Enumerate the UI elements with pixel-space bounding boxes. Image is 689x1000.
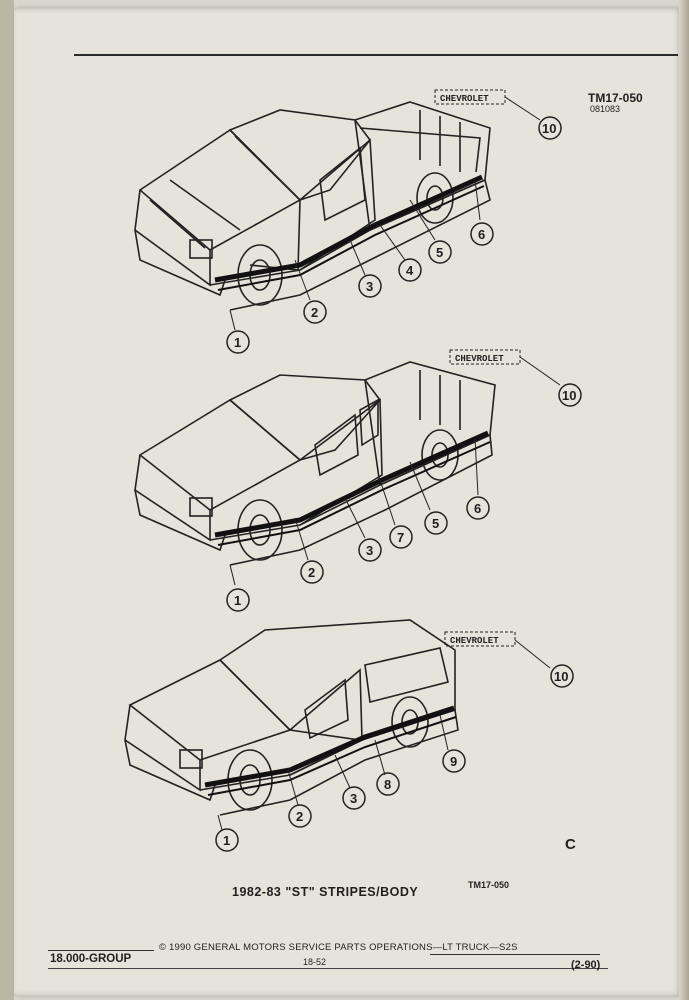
gm-logo: C <box>565 836 576 853</box>
svg-text:10: 10 <box>562 388 576 403</box>
svg-text:2: 2 <box>308 565 315 580</box>
figure-regular-cab-pickup: CHEVROLET 10 1 2 3 4 5 6 <box>134 89 562 354</box>
callouts-figure-3: 10 1 2 3 8 9 <box>215 664 574 852</box>
figure-extended-cab-pickup: CHEVROLET 10 1 2 3 7 5 6 <box>134 349 582 612</box>
binding-edge <box>0 0 14 1000</box>
svg-text:1: 1 <box>234 335 241 350</box>
svg-text:9: 9 <box>450 754 457 769</box>
manual-page <box>14 8 682 996</box>
svg-text:6: 6 <box>474 501 481 516</box>
page-number: 18-52 <box>303 957 327 967</box>
figure-caption: 1982-83 "ST" STRIPES/BODY <box>232 885 419 899</box>
chevrolet-emblem: CHEVROLET <box>444 631 516 647</box>
svg-text:3: 3 <box>350 791 357 806</box>
group-label: 18.000-GROUP <box>50 953 132 965</box>
revision-date: (2-90) <box>571 959 601 971</box>
svg-text:CHEVROLET: CHEVROLET <box>455 354 504 364</box>
svg-text:7: 7 <box>397 530 404 545</box>
header-rule <box>74 54 678 56</box>
footer-rule-left <box>48 950 154 951</box>
header-code: TM17-050 <box>588 91 643 105</box>
svg-text:1: 1 <box>223 833 230 848</box>
svg-text:CHEVROLET: CHEVROLET <box>440 94 489 104</box>
svg-text:1: 1 <box>234 593 241 608</box>
svg-text:CHEVROLET: CHEVROLET <box>450 636 499 646</box>
svg-text:5: 5 <box>436 245 443 260</box>
chevrolet-emblem: CHEVROLET <box>434 89 506 105</box>
svg-text:3: 3 <box>366 543 373 558</box>
svg-text:8: 8 <box>384 777 391 792</box>
footer-rule-bottom <box>48 968 608 969</box>
svg-text:10: 10 <box>554 669 568 684</box>
chevrolet-emblem: CHEVROLET <box>449 349 521 365</box>
header-date-code: 081083 <box>590 104 621 114</box>
page-right-edge <box>679 0 689 1000</box>
figure-code: TM17-050 <box>468 880 510 890</box>
callouts-figure-2: 10 1 2 3 7 5 6 <box>226 383 582 612</box>
svg-text:4: 4 <box>406 263 414 278</box>
svg-text:6: 6 <box>478 227 485 242</box>
svg-text:2: 2 <box>296 809 303 824</box>
footer-rule-right <box>430 954 600 955</box>
figure-blazer-body: CHEVROLET 10 1 2 3 8 9 <box>124 619 574 852</box>
svg-text:10: 10 <box>542 121 556 136</box>
svg-text:5: 5 <box>432 516 439 531</box>
svg-text:3: 3 <box>366 279 373 294</box>
copyright-line: © 1990 GENERAL MOTORS SERVICE PARTS OPER… <box>159 942 518 953</box>
callouts-figure-1: 10 1 2 3 4 5 6 <box>226 116 562 354</box>
svg-text:2: 2 <box>311 305 318 320</box>
